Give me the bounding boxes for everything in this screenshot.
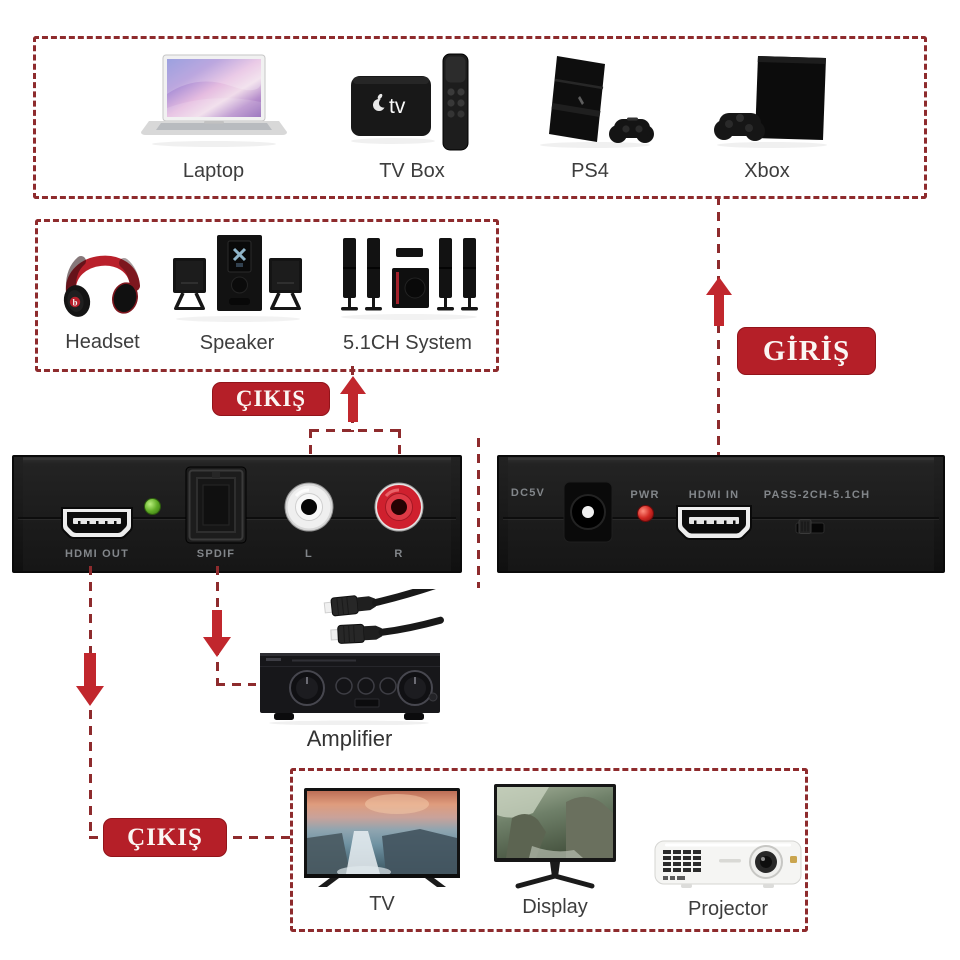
hdmi-out-label: HDMI OUT	[65, 548, 129, 560]
device-display-label: Display	[522, 896, 588, 918]
rca-jack-right	[374, 482, 424, 532]
svg-text:b: b	[73, 298, 78, 308]
headset-icon: b	[63, 255, 140, 317]
hdmi-out-arrow-down-icon	[76, 653, 104, 706]
optical-cables-icon	[323, 589, 445, 644]
audio-output-badge-label: ÇIKIŞ	[235, 386, 307, 411]
hdmi-out-port	[61, 507, 133, 539]
pass-switch-label: PASS-2CH-5.1CH	[763, 489, 871, 501]
ps4-console-icon	[539, 56, 654, 148]
pwr-label: PWR	[630, 489, 660, 501]
device-surround-system: 5.1CH System	[330, 232, 485, 355]
sources-box	[33, 36, 927, 199]
lr-bracket-line	[310, 429, 402, 432]
rca-left-label: L	[305, 548, 313, 560]
rca-right-label: R	[394, 548, 404, 560]
video-output-badge-label: ÇIKIŞ	[127, 823, 203, 851]
amplifier-label: Amplifier	[306, 726, 393, 751]
audio-output-badge: ÇIKIŞ	[212, 382, 330, 416]
xbox-console-icon	[714, 56, 827, 148]
device-laptop-label: Laptop	[182, 160, 245, 182]
device-xbox: Xbox	[702, 52, 832, 183]
spdif-optical-port	[185, 466, 247, 544]
lr-bracket-left-stub	[309, 429, 312, 460]
device-ps4: PS4	[525, 52, 655, 183]
svg-text:tv: tv	[389, 95, 406, 118]
video-output-badge: ÇIKIŞ	[103, 818, 227, 857]
device-laptop: Laptop	[136, 52, 291, 183]
input-badge: GİRİŞ	[737, 327, 876, 375]
video-outputs-box	[290, 768, 808, 932]
audio-output-arrow-up-icon	[340, 376, 366, 422]
tv-icon	[304, 788, 460, 887]
device-ps4-label: PS4	[571, 160, 609, 182]
projector-icon	[654, 840, 802, 888]
input-connector-line	[717, 196, 720, 460]
hdmi-in-label: HDMI IN	[688, 489, 740, 501]
device-xbox-label: Xbox	[744, 160, 790, 182]
input-arrow-up-icon	[705, 277, 733, 326]
monitor-icon	[494, 784, 616, 889]
device-speaker-label: Speaker	[199, 332, 275, 354]
dc-power-jack	[563, 481, 613, 543]
amplifier-icon	[260, 653, 440, 725]
device-headset: b Headset	[50, 228, 155, 354]
rca-jack-left	[284, 482, 334, 532]
tv-box-icon: tv	[351, 53, 469, 151]
audio-mode-switch	[795, 519, 825, 534]
power-led-red	[637, 505, 654, 522]
device-projector-label: Projector	[687, 898, 769, 920]
audio-outputs-box	[35, 219, 499, 372]
lr-bracket-right-stub	[398, 429, 401, 460]
device-tv-box: tv TV Box	[347, 52, 477, 183]
input-badge-label: GİRİŞ	[762, 334, 851, 367]
dc5v-label: DC5V	[510, 487, 546, 499]
laptop-icon	[140, 54, 287, 147]
device-speaker: Speaker	[167, 232, 307, 355]
device-tv: TV	[302, 786, 462, 916]
speaker-icon	[172, 235, 302, 322]
device-surround-system-label: 5.1CH System	[343, 332, 472, 354]
panel-separator-line	[477, 438, 480, 588]
power-led-green	[144, 498, 161, 515]
spdif-arrow-down-icon	[203, 610, 231, 657]
device-display: Display	[492, 782, 618, 919]
device-tv-box-label: TV Box	[379, 160, 445, 182]
device-headset-label: Headset	[65, 331, 140, 353]
surround-system-icon	[340, 238, 478, 320]
spdif-connector-elbow	[216, 683, 256, 686]
device-projector: Projector	[653, 838, 803, 921]
hdmi-in-port	[676, 505, 752, 540]
device-tv-label: TV	[369, 893, 395, 915]
spdif-label: SPDIF	[196, 548, 236, 560]
